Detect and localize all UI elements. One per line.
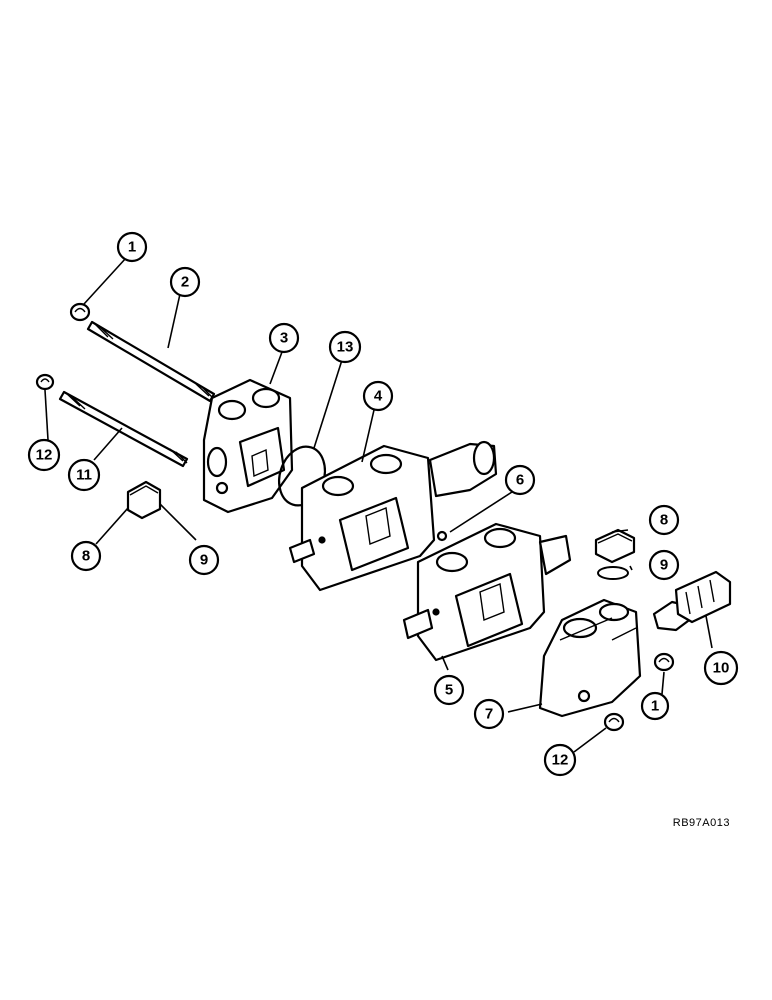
part-o-ring-right [597, 566, 629, 580]
callout-12-bottom: 12 [543, 743, 577, 777]
callout-label: 8 [660, 512, 668, 529]
part-valve-section-5 [402, 522, 572, 662]
part-nut-left [35, 373, 55, 391]
callout-label: 6 [516, 472, 524, 489]
callout-10: 10 [703, 650, 739, 686]
callout-label: 9 [200, 552, 208, 569]
callout-9-left: 9 [188, 544, 220, 576]
callout-6: 6 [504, 464, 536, 496]
callout-label: 9 [660, 557, 668, 574]
callout-label: 2 [181, 274, 189, 291]
callout-11: 11 [67, 458, 101, 492]
part-plug-right [594, 528, 636, 564]
callout-label: 4 [374, 388, 383, 405]
callout-13: 13 [328, 330, 362, 364]
part-tie-rod-upper [86, 320, 216, 403]
callout-5: 5 [433, 674, 465, 706]
callout-label: 11 [76, 467, 92, 484]
part-relief-valve [652, 570, 732, 632]
callout-4: 4 [362, 380, 394, 412]
callout-label: 8 [82, 548, 90, 565]
callout-2: 2 [169, 266, 201, 298]
part-plug-left [126, 480, 162, 520]
callout-label: 10 [713, 660, 730, 677]
callout-label: 1 [128, 239, 136, 256]
callout-label: 1 [651, 698, 659, 715]
callout-12-left: 12 [27, 438, 61, 472]
callout-9-right: 9 [648, 549, 680, 581]
callout-label: 3 [280, 330, 288, 347]
callout-3: 3 [268, 322, 300, 354]
callout-label: 12 [36, 447, 53, 464]
figure-reference-code: RB97A013 [672, 817, 730, 829]
part-tie-rod-lower [58, 390, 189, 468]
part-outlet-cover [538, 598, 642, 718]
part-valve-section-4 [288, 440, 498, 592]
callout-1-top: 1 [116, 231, 148, 263]
callout-8-right: 8 [648, 504, 680, 536]
callout-label: 13 [337, 339, 354, 356]
part-nut-top [69, 302, 91, 322]
callout-7: 7 [473, 698, 505, 730]
callout-label: 12 [552, 752, 569, 769]
part-ball-small [436, 530, 448, 542]
part-inlet-cover [202, 378, 294, 514]
callout-label: 5 [445, 682, 453, 699]
callout-1-right: 1 [640, 691, 670, 721]
callout-8-left: 8 [70, 540, 102, 572]
part-nut-right [653, 652, 675, 672]
leader-lines [44, 257, 713, 753]
callout-label: 7 [485, 706, 493, 723]
part-nut-bottom [603, 712, 625, 732]
